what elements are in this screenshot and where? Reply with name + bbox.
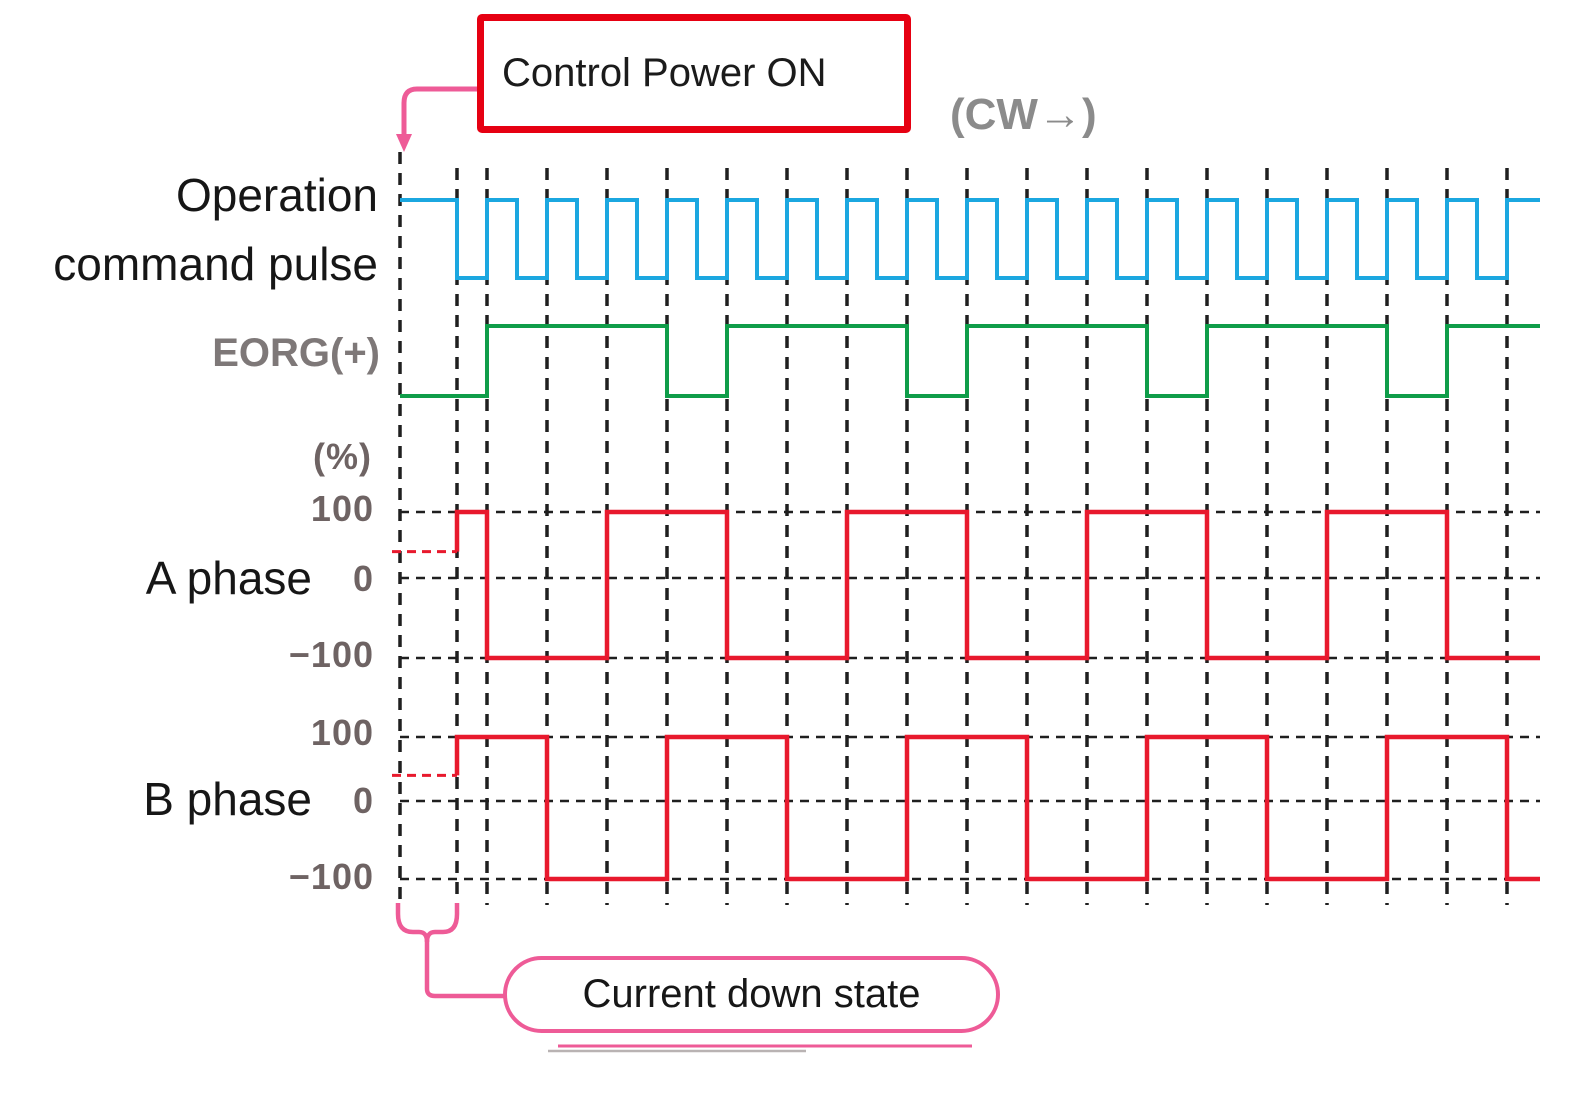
control-power-on-callout: Control Power ON [477, 14, 911, 133]
signal-label-eorg: EORG(+) [212, 331, 380, 375]
a-phase-axis-neg100: −100 [288, 634, 374, 675]
b-phase-axis-neg100: −100 [288, 856, 374, 897]
signal-label-operation-line2: command pulse [53, 238, 378, 290]
b-phase-axis-0: 0 [352, 780, 374, 821]
signal-label-a-phase: A phase [145, 552, 312, 604]
current-down-state-callout: Current down state [503, 956, 1000, 1033]
current-down-state-label: Current down state [582, 972, 921, 1016]
a-phase-axis-0: 0 [352, 558, 374, 599]
control-power-arrowhead [396, 134, 412, 152]
current-down-brace [395, 903, 460, 943]
a-phase-axis-100: 100 [310, 488, 374, 529]
b-phase-axis-100: 100 [310, 712, 374, 753]
signal-label-b-phase: B phase [143, 773, 312, 825]
cw-direction-label: (CW→) [950, 90, 1097, 139]
waveform-a-phase [454, 509, 1540, 661]
waveform-eorg [400, 324, 1540, 398]
control-power-connector [401, 86, 477, 136]
waveform-b-phase [454, 734, 1540, 882]
control-power-on-label: Control Power ON [502, 51, 827, 95]
current-down-connector [424, 940, 504, 999]
signal-label-operation-line1: Operation [175, 169, 378, 221]
percent-unit-label: (%) [313, 436, 372, 477]
waveform-command-pulse [400, 198, 1540, 280]
